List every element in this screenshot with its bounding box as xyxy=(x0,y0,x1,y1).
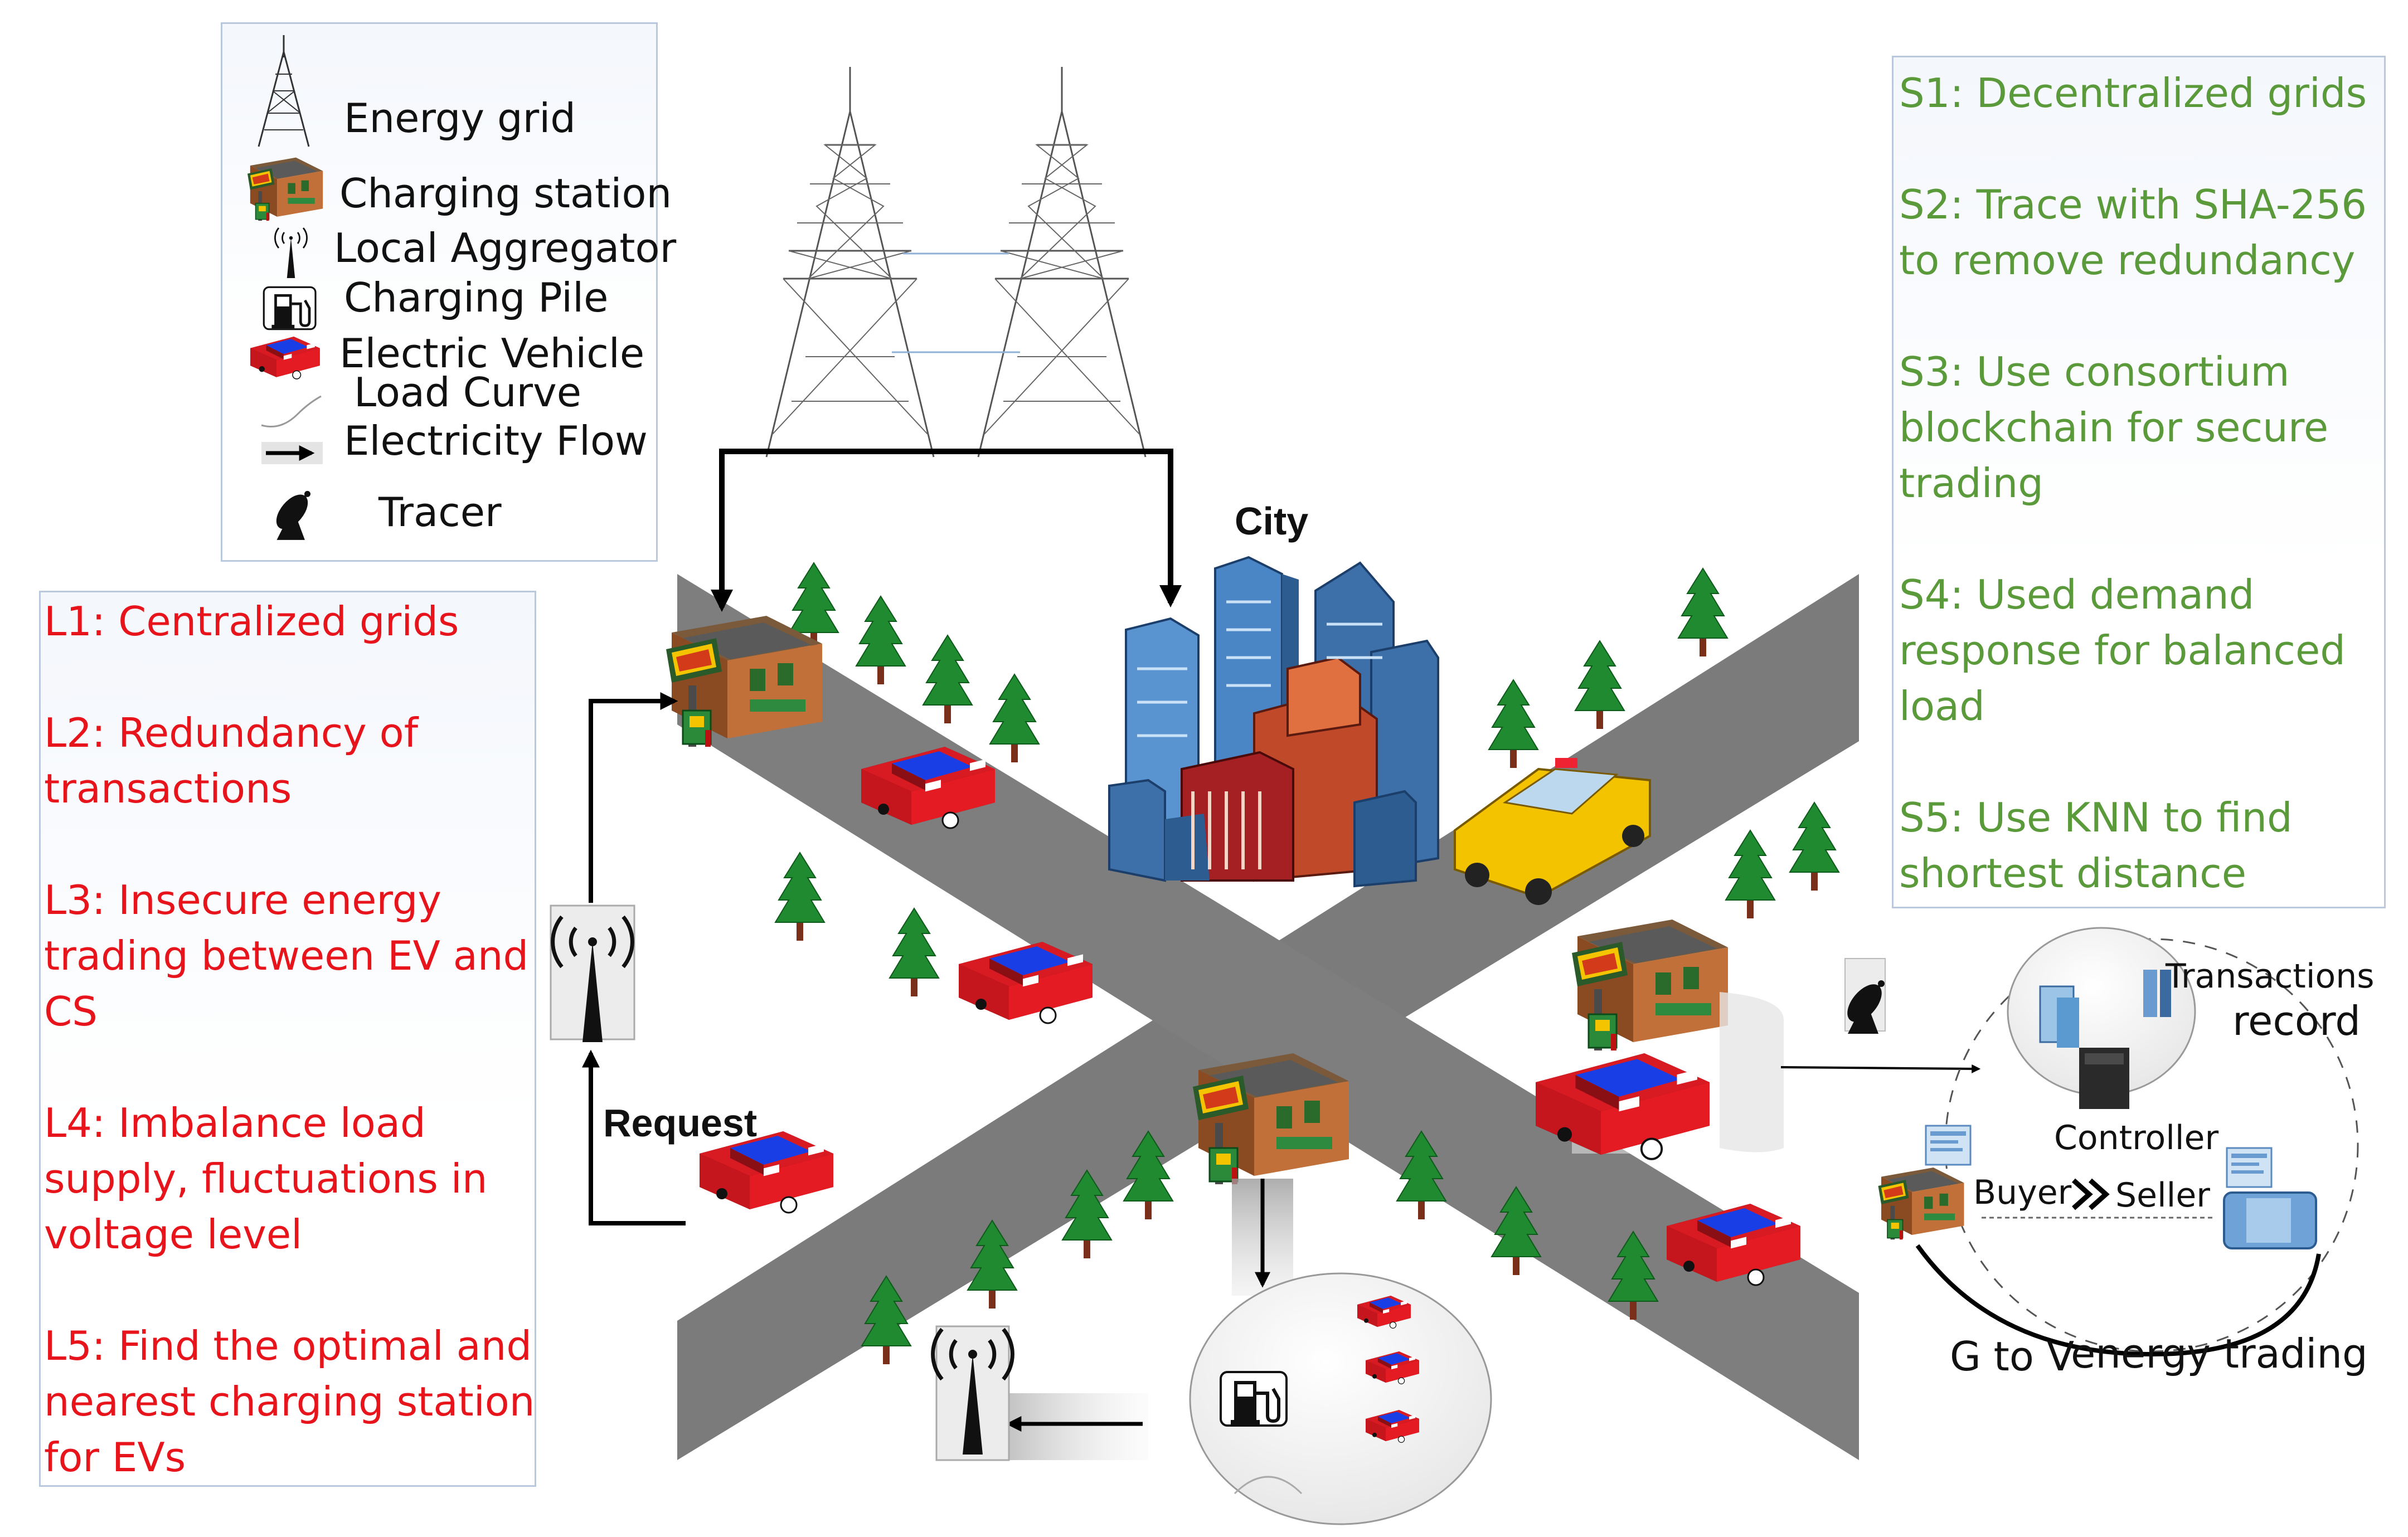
solution-s5-line2: shortest distance xyxy=(1899,850,2247,897)
limitation-l3-line1: L3: Insecure energy xyxy=(44,877,442,923)
legend-box: Energy grid Charging station Local Aggre… xyxy=(221,22,676,562)
limitation-l4-line1: L4: Imbalance load xyxy=(44,1100,426,1146)
solution-s3-line2: blockchain for secure xyxy=(1899,404,2329,451)
record-label: record xyxy=(2232,998,2361,1044)
limitation-l3-line2: trading between EV and xyxy=(44,932,529,979)
legend-electric-vehicle: Electric Vehicle xyxy=(339,330,645,377)
solutions-box: S1: Decentralized grids S2: Trace with S… xyxy=(1892,56,2386,908)
limitation-l5-line3: for EVs xyxy=(44,1434,186,1481)
limitation-l5-line2: nearest charging station xyxy=(44,1378,535,1425)
legend-tracer: Tracer xyxy=(378,489,502,536)
charging-station-icon xyxy=(247,157,323,221)
solution-s5-line1: S5: Use KNN to find xyxy=(1899,794,2293,841)
tracer-icon xyxy=(261,478,323,551)
solution-s3-line3: trading xyxy=(1899,460,2043,507)
solution-s4-line2: response for balanced xyxy=(1899,627,2346,674)
solution-s2-line1: S2: Trace with SHA-256 xyxy=(1899,181,2367,228)
seller-label: Seller xyxy=(2115,1176,2210,1215)
request-label: Request xyxy=(603,1101,758,1145)
electricity-flow-icon xyxy=(261,442,323,464)
request-path xyxy=(550,692,686,1225)
limitation-l5-line1: L5: Find the optimal and xyxy=(44,1322,532,1369)
controller-label: Controller xyxy=(2054,1118,2219,1157)
limitation-l2-line1: L2: Redundancy of xyxy=(44,709,419,756)
buyer-label: Buyer xyxy=(1973,1173,2072,1212)
charging-pile-icon xyxy=(260,278,322,339)
limitations-box: L1: Centralized grids L2: Redundancy of … xyxy=(39,591,536,1487)
solution-s3-line1: S3: Use consortium xyxy=(1899,348,2290,395)
charging-pile-bubble xyxy=(933,1179,1492,1525)
solution-s4-line3: load xyxy=(1899,683,1985,729)
transactions-label: Transactions xyxy=(2166,957,2375,996)
transmission-towers xyxy=(765,66,1147,458)
electric-vehicle-icon xyxy=(250,336,321,380)
limitation-l2-line2: transactions xyxy=(44,765,292,812)
legend-electricity-flow: Electricity Flow xyxy=(344,417,648,464)
limitation-l4-line2: supply, fluctuations in xyxy=(44,1155,488,1202)
city-buildings-icon xyxy=(1108,556,1439,888)
legend-charging-station: Charging station xyxy=(339,170,672,217)
solution-s4-line1: S4: Used demand xyxy=(1899,571,2255,618)
legend-energy-grid: Energy grid xyxy=(344,95,576,142)
limitation-l1-line1: L1: Centralized grids xyxy=(44,598,459,645)
legend-local-aggregator: Local Aggregator xyxy=(334,225,677,271)
solution-s1-line1: S1: Decentralized grids xyxy=(1899,70,2367,116)
city-label: City xyxy=(1235,499,1309,543)
energy-grid-icon xyxy=(258,35,310,147)
legend-charging-pile: Charging Pile xyxy=(344,274,609,321)
g-to-v-label: G to V xyxy=(1950,1333,2075,1380)
limitation-l3-line3: CS xyxy=(44,988,98,1035)
grid-flow-arrows xyxy=(711,449,1182,612)
solution-s2-line2: to remove redundancy xyxy=(1899,237,2356,284)
energy-trading-label: energy trading xyxy=(2071,1330,2368,1377)
tracer-and-trading xyxy=(1720,927,2359,1357)
limitation-l4-line3: voltage level xyxy=(44,1211,303,1258)
load-curve-icon xyxy=(261,395,322,427)
legend-load-curve: Load Curve xyxy=(354,369,582,416)
local-aggregator-icon xyxy=(274,227,308,279)
taxi-icon xyxy=(1454,758,1651,905)
